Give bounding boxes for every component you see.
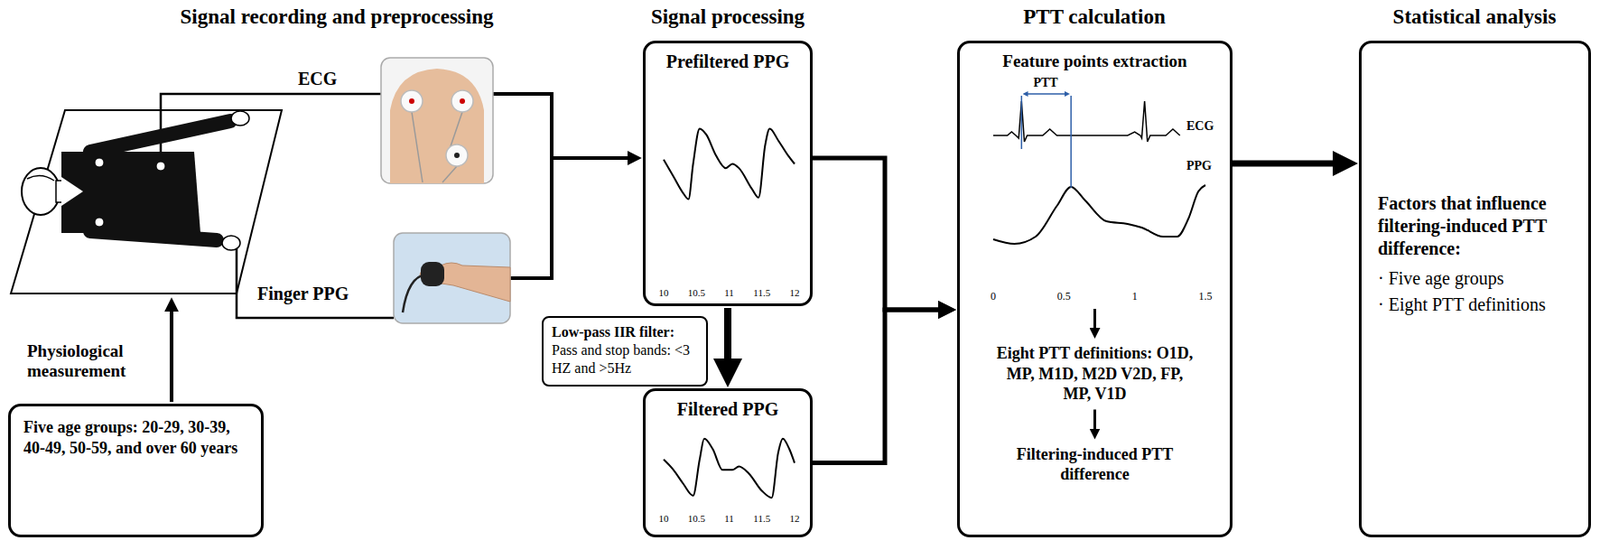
sensor-wire (236, 245, 394, 318)
axis-tick: 12 (790, 512, 800, 525)
person-head (21, 167, 60, 215)
person-hand (222, 235, 241, 251)
axis-tick: 11 (724, 287, 735, 299)
box-text: · Five age groups (1377, 267, 1574, 290)
axis-tick: 10.5 (688, 512, 706, 525)
box-text: Filtered PPG (652, 398, 803, 421)
box-text: Prefiltered PPG (652, 50, 803, 74)
note-box: Low-pass IIR filter:Pass and stop bands:… (541, 316, 708, 387)
column-heading: Statistical analysis (1393, 5, 1557, 29)
electrode-dot (156, 161, 166, 171)
axis-tick: 1.5 (1199, 290, 1213, 304)
person-collar (61, 176, 84, 206)
axis-tick: 10 (659, 287, 670, 299)
axis-tick: 11.5 (753, 512, 771, 525)
column-heading: Signal recording and preprocessing (180, 5, 494, 29)
axis-tick: 10.5 (688, 287, 706, 299)
trace-name: ECG (1186, 119, 1214, 134)
flow-connector (812, 309, 942, 464)
person-jacket (61, 151, 201, 233)
electrode-pad (446, 144, 468, 167)
electrode-pad (454, 152, 460, 159)
person-face (27, 175, 55, 181)
flow-connector (724, 307, 732, 364)
finger-sensor (420, 261, 445, 287)
interval-label: PTT (1032, 75, 1058, 91)
flow-arrow (1093, 308, 1097, 330)
process-box: Feature points extractionEight PTT defin… (957, 40, 1233, 538)
electrode-pad (400, 90, 423, 112)
trace-name: PPG (1186, 158, 1212, 174)
chest-photo (390, 68, 484, 184)
box-text: · Eight PTT definitions (1377, 293, 1574, 317)
box-text: Low-pass IIR filter: (551, 323, 698, 342)
chest-photo (381, 57, 494, 184)
box-text: Pass and stop bands: <3 HZ and >5Hz (551, 341, 698, 378)
finger-photo (393, 232, 511, 324)
electrode-pad (409, 98, 415, 104)
axis-tick: 10 (659, 512, 670, 525)
group-box: Five age groups: 20-29, 30-39, 40-49, 50… (8, 403, 264, 538)
person-arm (90, 120, 231, 152)
box-text: Filtering-induced PTT difference (993, 444, 1197, 485)
interval-arrow (1026, 93, 1066, 95)
pulse-wave (663, 128, 795, 199)
result-box: Factors that influence filtering-induced… (1358, 40, 1591, 538)
flow-arrow (1093, 409, 1097, 431)
axis-tick: 0.5 (1057, 290, 1071, 304)
bed-outline (10, 110, 282, 294)
step-label: Physiological measurement (27, 341, 159, 382)
box-text: Eight PTT definitions: O1D, MP, M1D, M2D… (993, 343, 1197, 405)
marker-line (1069, 95, 1072, 188)
pulse-wave (663, 438, 795, 498)
flow-connector (812, 158, 942, 310)
axis-tick: 0 (990, 290, 996, 304)
box-text: Factors that influence filtering-induced… (1377, 192, 1574, 261)
flow-connector (1232, 160, 1339, 168)
signal-name: ECG (297, 68, 337, 90)
electrode-pad (459, 98, 466, 104)
electrode-dot (94, 217, 104, 227)
box-text: Feature points extraction (968, 50, 1222, 73)
flow-arrow (169, 308, 174, 402)
person-hand (231, 111, 250, 126)
pulse-trace (993, 185, 1206, 244)
signal-name: Finger PPG (257, 283, 349, 305)
axis-tick: 1 (1132, 290, 1138, 304)
axis-tick: 11 (724, 512, 735, 525)
axis-tick: 11.5 (753, 287, 771, 299)
column-heading: Signal processing (651, 5, 805, 29)
electrode-pad (451, 90, 474, 112)
column-heading: PTT calculation (1023, 5, 1165, 29)
electrode-dot (94, 158, 104, 168)
flow-arrow (551, 156, 631, 160)
signal-box: Prefiltered PPG (642, 40, 813, 307)
axis-tick: 12 (790, 287, 800, 299)
box-text: Five age groups: 20-29, 30-39, 40-49, 50… (23, 417, 249, 458)
finger-photo (419, 262, 511, 302)
marker-line (1021, 95, 1024, 149)
